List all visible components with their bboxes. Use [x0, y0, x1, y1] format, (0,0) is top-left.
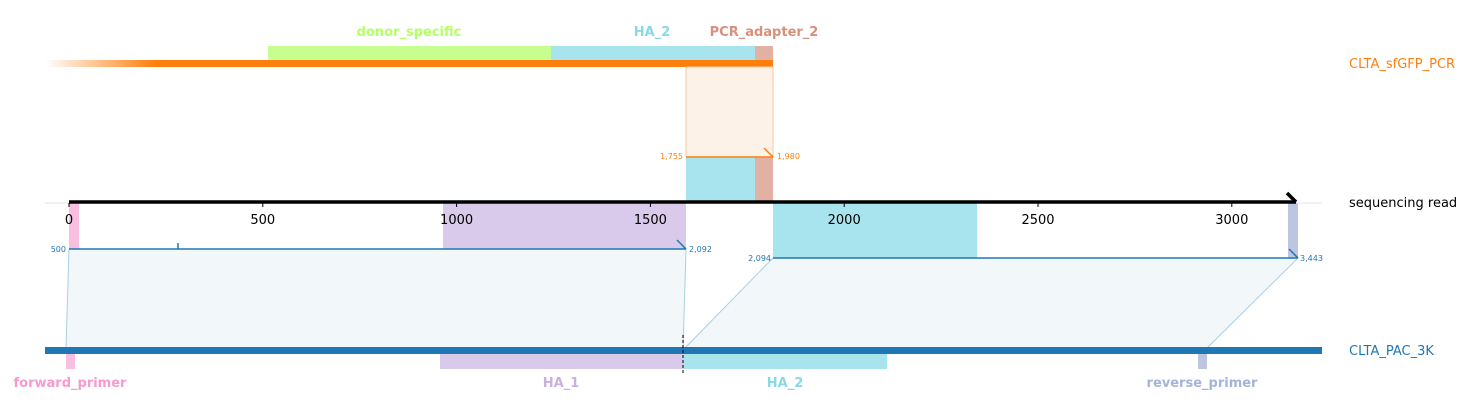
- ha1-label: HA_1: [543, 376, 580, 391]
- read-ha1-feature: [443, 203, 686, 249]
- donor-specific-feature: [268, 46, 551, 63]
- read-forward-primer-feature: [69, 203, 79, 249]
- forward-primer-label: forward_primer: [14, 376, 128, 391]
- axis-tick-label: 1000: [440, 213, 473, 228]
- axis-tick-label: 2500: [1021, 213, 1054, 228]
- read-axis-ticks: 0 500 1000 1500 2000 2500 3000: [65, 203, 1248, 228]
- bottom-forward-primer-feature: [66, 350, 75, 369]
- top-alignment-band: [685, 66, 774, 158]
- bottom-ha1-feature: [440, 350, 683, 369]
- ha2-top-label: HA_2: [634, 25, 671, 40]
- bottom-alignment-band-1: [66, 249, 686, 350]
- sequencing-read-name: sequencing read: [1349, 196, 1457, 211]
- top-reference-bar: [155, 60, 773, 67]
- bottom-alignment-2-start: 2,094: [748, 254, 771, 263]
- read-axis-arrow: [1285, 191, 1298, 204]
- top-pcr-adapter-on-read: [755, 157, 773, 202]
- bottom-alignment-band-2: [683, 258, 1298, 350]
- top-reference-fade: [45, 60, 155, 67]
- bottom-alignment-2-end: 3,443: [1300, 254, 1323, 263]
- donor-specific-label: donor_specific: [357, 25, 462, 40]
- bottom-alignment-arrow-1: [676, 239, 687, 250]
- bottom-alignment-1-end: 2,092: [689, 245, 712, 254]
- read-ha2-feature: [773, 203, 977, 258]
- bottom-alignment-1-start: 500: [51, 245, 66, 254]
- ha2-bottom-label: HA_2: [767, 376, 804, 391]
- ha2-top-feature: [551, 46, 755, 63]
- pcr-adapter-2-label: PCR_adapter_2: [710, 25, 819, 40]
- band-1-left-edge: [65, 248, 70, 351]
- top-alignment-arrow: [763, 147, 774, 158]
- reverse-primer-label: reverse_primer: [1147, 376, 1259, 391]
- bottom-reverse-primer-feature: [1198, 350, 1207, 369]
- top-alignment-end: 1,980: [777, 152, 800, 161]
- band-1-right-edge: [682, 248, 687, 351]
- bottom-ha2-feature: [683, 350, 887, 369]
- axis-tick-label: 3000: [1215, 213, 1248, 228]
- axis-tick-label: 0: [65, 213, 73, 228]
- band-2-left-edge: [682, 257, 774, 351]
- axis-tick-label: 2000: [828, 213, 861, 228]
- bottom-reference-name: CLTA_PAC_3K: [1349, 344, 1434, 359]
- bottom-alignment-arrow-2: [1288, 248, 1299, 259]
- read-reverse-primer-feature: [1288, 203, 1298, 258]
- axis-tick-label: 1500: [634, 213, 667, 228]
- axis-tick-label: 500: [250, 213, 275, 228]
- top-alignment-start: 1,755: [660, 152, 683, 161]
- top-reference-name: CLTA_sfGFP_PCR: [1349, 57, 1455, 72]
- pcr-adapter-2-feature: [755, 46, 773, 63]
- top-ha2-on-read: [686, 157, 755, 202]
- band-2-right-edge: [1204, 257, 1299, 351]
